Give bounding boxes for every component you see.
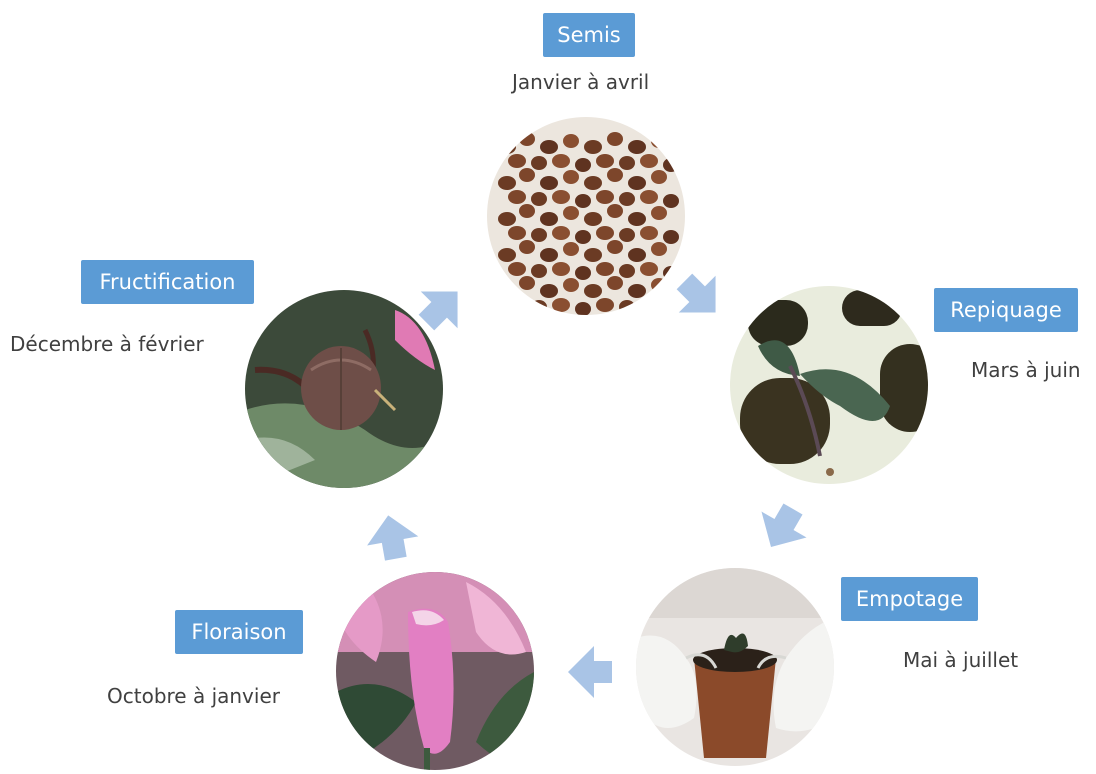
arrow-repiquage-to-empotage <box>761 503 807 548</box>
stage-label-repiquage: Repiquage <box>934 288 1078 332</box>
stage-label-semis: Semis <box>543 13 635 57</box>
stage-period-semis: Janvier à avril <box>512 70 650 94</box>
photo-seed-capsule <box>245 290 443 488</box>
stage-period-fructification: Décembre à février <box>10 332 204 356</box>
photo-seeds <box>487 117 685 315</box>
photo-potting-hands <box>636 568 834 766</box>
arrow-semis-to-repiquage <box>676 273 716 313</box>
stage-period-repiquage: Mars à juin <box>971 358 1081 382</box>
arrow-fructification-to-semis <box>418 291 458 331</box>
stage-period-empotage: Mai à juillet <box>903 648 1019 672</box>
stage-label-empotage: Empotage <box>841 577 978 621</box>
stage-label-floraison: Floraison <box>175 610 303 654</box>
arrow-empotage-to-floraison <box>568 646 612 698</box>
photo-seedling-tray <box>730 286 928 484</box>
stage-period-floraison: Octobre à janvier <box>107 684 280 708</box>
photo-pink-flower <box>336 572 534 770</box>
arrow-floraison-to-fructification <box>367 515 419 561</box>
stage-label-fructification: Fructification <box>81 260 254 304</box>
